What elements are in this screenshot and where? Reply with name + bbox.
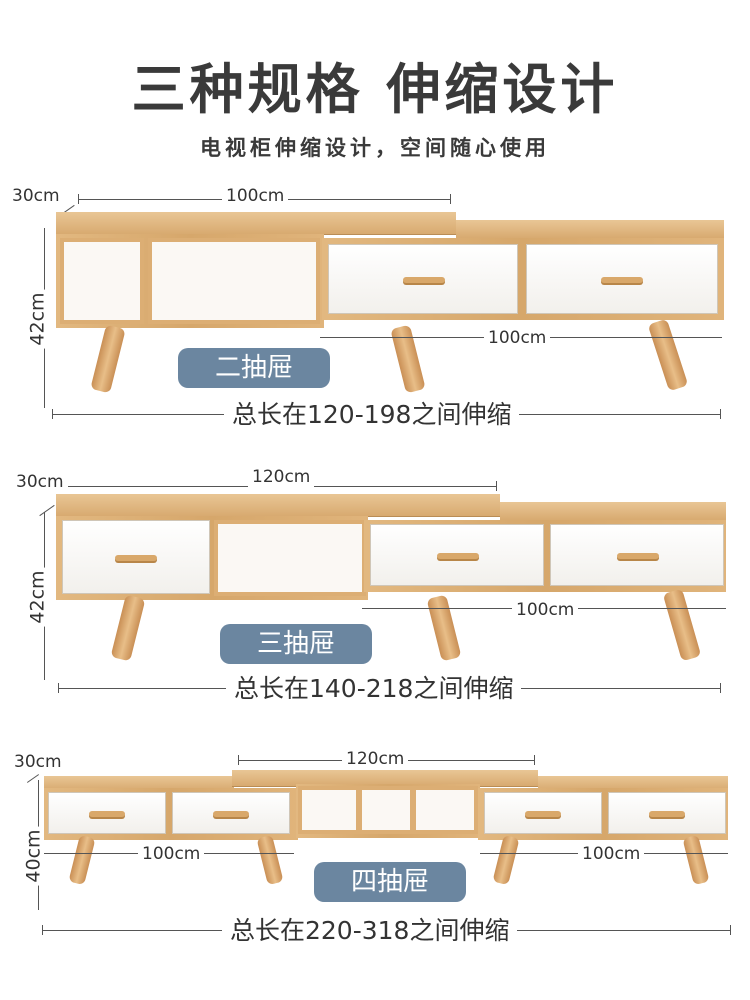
drawer: [370, 524, 544, 586]
drawer: [328, 244, 518, 314]
dim-tick: [78, 194, 79, 204]
drawer: [62, 520, 210, 594]
dim-tick: [450, 194, 451, 204]
drawer: [608, 792, 726, 834]
drawer: [550, 524, 724, 586]
total-length-label: 总长在220-318之间伸缩: [222, 916, 518, 946]
top-width-label: 120cm: [342, 749, 409, 769]
drawer-count-badge: 三抽屉: [220, 624, 372, 664]
cabinet-leg: [662, 588, 702, 662]
height-label: 42cm: [26, 567, 49, 627]
cabinet-leg: [110, 594, 146, 662]
open-compartment: [298, 786, 360, 834]
cabinet-top: [56, 494, 500, 517]
drawer: [484, 792, 602, 834]
cabinet-leg: [426, 594, 462, 662]
right-width-label: 100cm: [578, 844, 645, 864]
dim-tick: [238, 755, 239, 765]
page-subtitle: 电视柜伸缩设计，空间随心使用: [200, 135, 550, 160]
total-length-label: 总长在140-218之间伸缩: [226, 674, 522, 704]
depth-label: 30cm: [12, 472, 68, 492]
drawer-handle: [213, 811, 249, 817]
open-compartment: [358, 786, 414, 834]
depth-label: 30cm: [10, 752, 66, 772]
drawer-handle: [649, 811, 685, 817]
dim-tick: [534, 755, 535, 765]
cabinet-leg: [492, 834, 520, 886]
cabinet-top: [56, 212, 456, 235]
drawer-handle: [89, 811, 125, 817]
drawer-count-badge: 四抽屉: [314, 862, 466, 902]
drawer-count-badge: 二抽屉: [178, 348, 330, 388]
drawer-handle: [617, 553, 659, 559]
drawer-handle: [601, 277, 643, 283]
drawer: [526, 244, 718, 314]
ext-width-label: 100cm: [512, 600, 579, 620]
dim-tick: [496, 481, 497, 491]
cabinet-leg: [256, 834, 284, 886]
drawer: [172, 792, 290, 834]
dim-tick: [58, 683, 59, 693]
height-label: 42cm: [26, 289, 49, 349]
cabinet-leg: [647, 318, 689, 392]
cabinet-leg: [90, 324, 126, 394]
cabinet-extension-top: [456, 220, 724, 239]
ext-width-label: 100cm: [484, 328, 551, 348]
dim-tick: [720, 683, 721, 693]
height-label: 40cm: [22, 826, 45, 886]
open-compartment: [412, 786, 478, 834]
top-width-label: 100cm: [222, 186, 289, 206]
left-width-label: 100cm: [138, 844, 205, 864]
top-width-label: 120cm: [248, 467, 315, 487]
cabinet-leg: [390, 324, 426, 394]
depth-line: [39, 504, 55, 517]
page-title: 三种规格 伸缩设计: [131, 58, 619, 121]
drawer-handle: [115, 555, 157, 561]
drawer-handle: [437, 553, 479, 559]
drawer: [48, 792, 166, 834]
drawer-handle: [525, 811, 561, 817]
dim-tick: [42, 925, 43, 935]
cabinet-extension-top: [500, 502, 726, 521]
total-length-label: 总长在120-198之间伸缩: [224, 400, 520, 430]
open-compartment: [214, 520, 366, 596]
cabinet-leg: [682, 834, 710, 886]
dim-tick: [52, 409, 53, 419]
dim-tick: [720, 409, 721, 419]
drawer-handle: [403, 277, 445, 283]
open-compartment: [148, 238, 320, 324]
depth-label: 30cm: [8, 186, 64, 206]
cabinet-leg: [68, 834, 96, 886]
dim-tick: [730, 925, 731, 935]
open-compartment: [60, 238, 144, 324]
